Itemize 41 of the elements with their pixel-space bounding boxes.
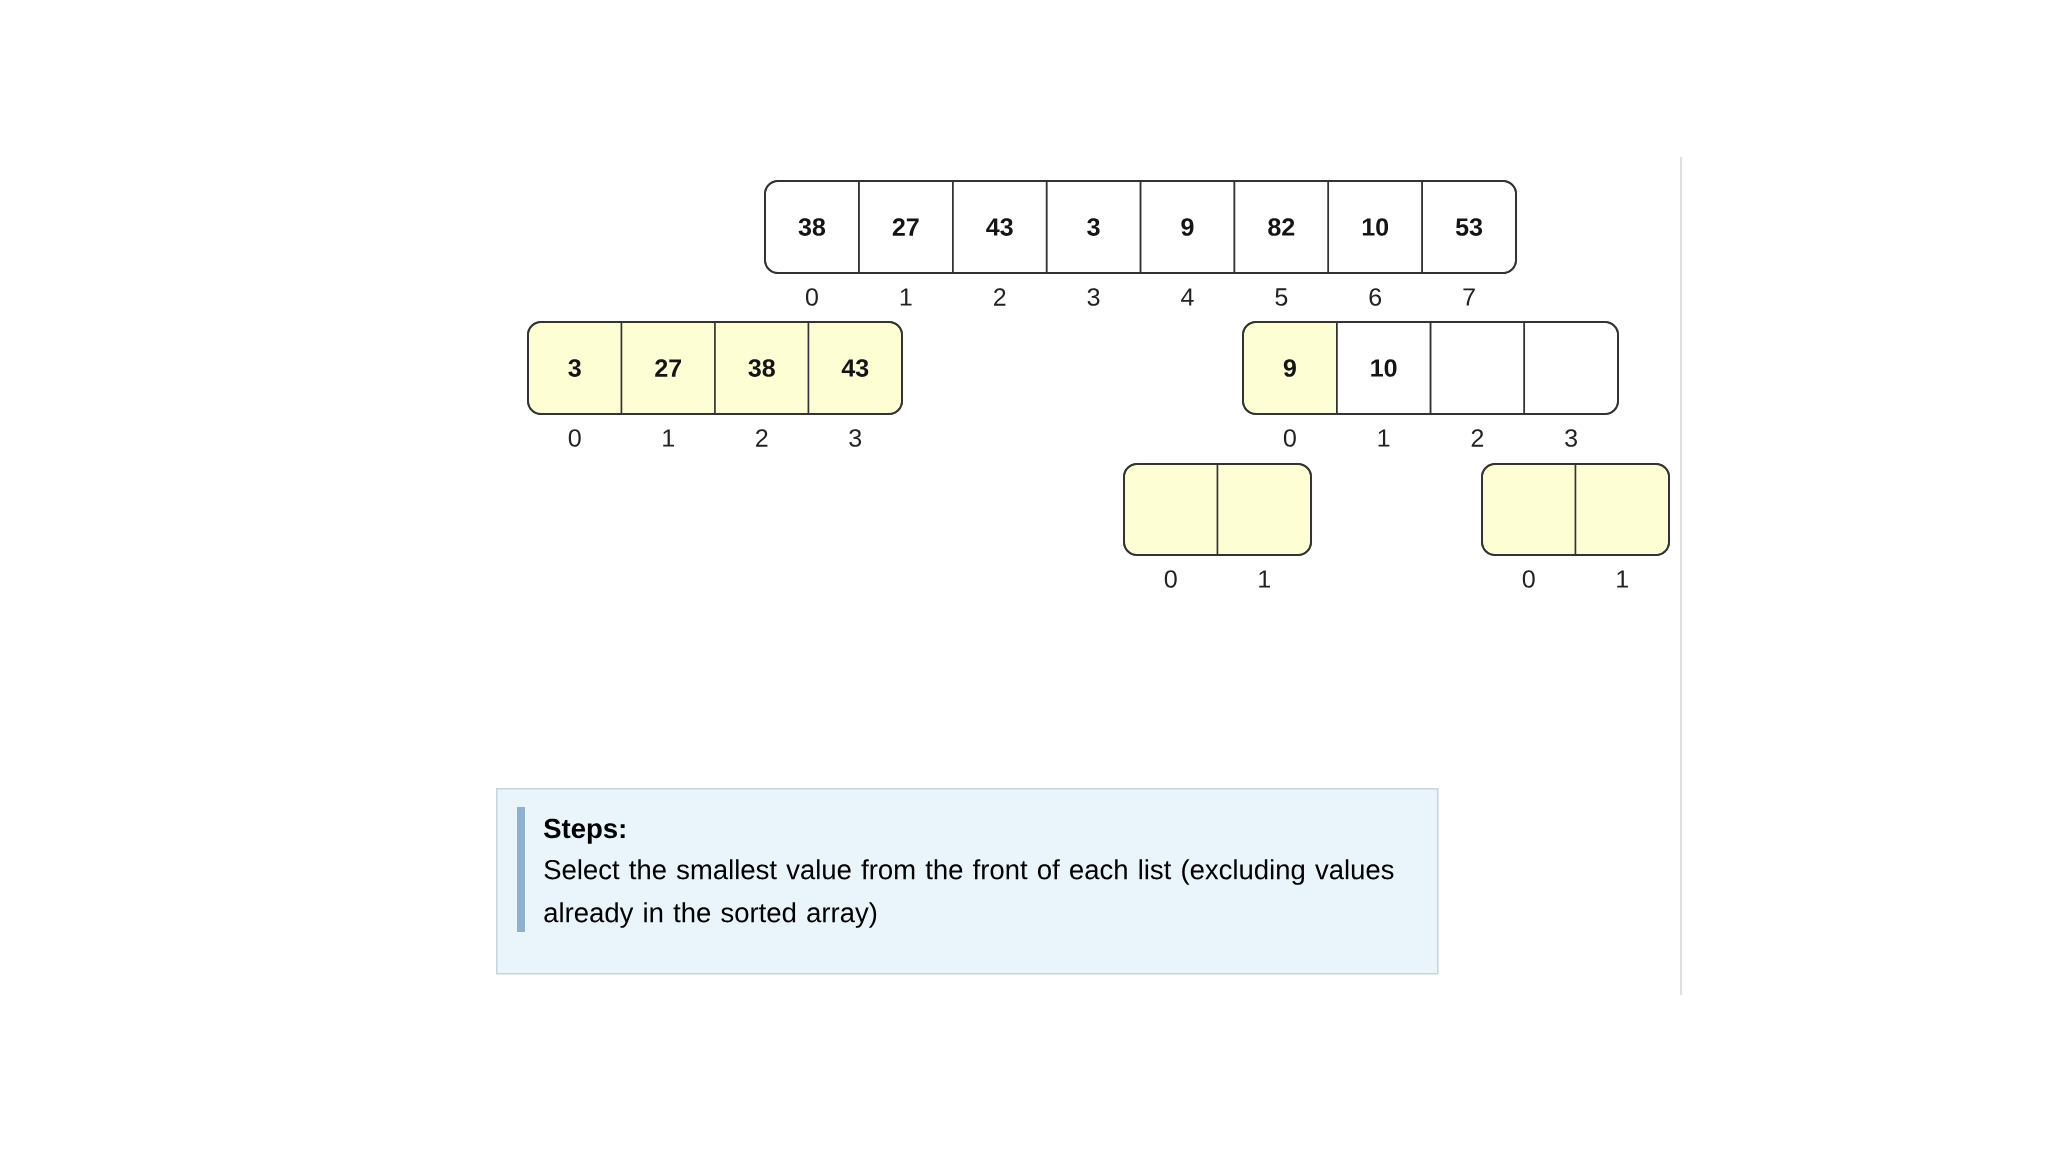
array-cell: 10 (1327, 180, 1423, 274)
array-cell: 38 (714, 321, 810, 415)
array-cell: 43 (952, 180, 1048, 274)
array-cell: 3 (1045, 180, 1142, 274)
array-cell: 9 (1242, 321, 1338, 415)
index-label: 2 (994, 288, 1006, 306)
array-box (1242, 321, 1619, 415)
array-cell: 53 (1421, 180, 1517, 274)
index-label: 3 (1087, 288, 1100, 306)
index-label: 0 (805, 288, 818, 306)
array-box (527, 321, 903, 415)
array-box (1123, 463, 1312, 556)
array-cell: 27 (620, 321, 716, 415)
array-cell: 82 (1233, 180, 1329, 274)
index-label: 3 (1565, 429, 1577, 447)
array-box (1481, 463, 1670, 556)
node-label: 38 (798, 218, 826, 236)
index-label: 1 (1617, 570, 1628, 588)
index-label: 6 (1369, 288, 1382, 306)
array-cell: 43 (807, 321, 903, 415)
array-cell: 27 (858, 180, 954, 274)
array-box (764, 180, 1517, 274)
index-label: 0 (1164, 570, 1177, 588)
index-label: 5 (1275, 288, 1288, 306)
index-label: 7 (1463, 288, 1475, 306)
panel-heading: Steps: (544, 818, 625, 844)
array-cell: 3 (527, 321, 623, 415)
index-label: 3 (849, 429, 862, 447)
index-label: 0 (1283, 429, 1296, 447)
index-label: 1 (900, 288, 912, 306)
body-text: Select the smallest value from the front of each list (excluding values already in the sorted array) (544, 859, 1394, 928)
index-label: 0 (568, 429, 581, 447)
index-label: 1 (1378, 429, 1390, 447)
index-label: 0 (1522, 570, 1535, 588)
index-label: 1 (663, 429, 674, 447)
array-cell: 10 (1336, 321, 1432, 415)
index-label: 1 (1259, 570, 1270, 588)
index-label: 4 (1181, 288, 1194, 306)
index-label: 2 (1471, 429, 1484, 447)
index-label: 2 (756, 429, 768, 447)
array-cell: 9 (1139, 180, 1236, 274)
